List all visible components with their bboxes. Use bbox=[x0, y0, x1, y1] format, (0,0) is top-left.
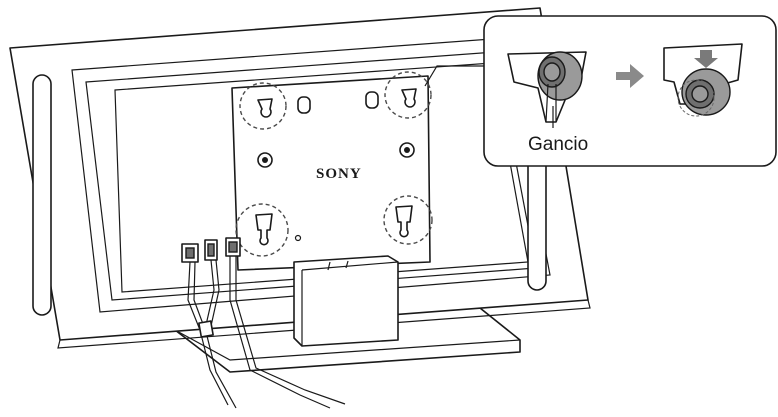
hook-icon bbox=[395, 205, 413, 238]
cable-connectors bbox=[181, 237, 346, 409]
screw-icon bbox=[365, 91, 379, 109]
hook-detail-callout: Gancio bbox=[483, 15, 777, 167]
screw-icon bbox=[297, 96, 311, 114]
gancio-label: Gancio bbox=[528, 134, 588, 155]
hook-icon bbox=[255, 213, 273, 246]
left-speaker-slot bbox=[32, 74, 52, 316]
hook-icon bbox=[401, 88, 417, 108]
right-arrow-icon bbox=[616, 64, 644, 88]
hook-icon bbox=[257, 98, 273, 118]
stand-column bbox=[293, 255, 399, 347]
screw-on-hook-detail bbox=[507, 51, 587, 128]
callout-leader bbox=[424, 65, 484, 87]
rear-mounting-plate: SONY bbox=[231, 71, 433, 271]
screw-locked-detail bbox=[663, 43, 743, 117]
brand-label: SONY bbox=[316, 166, 362, 182]
